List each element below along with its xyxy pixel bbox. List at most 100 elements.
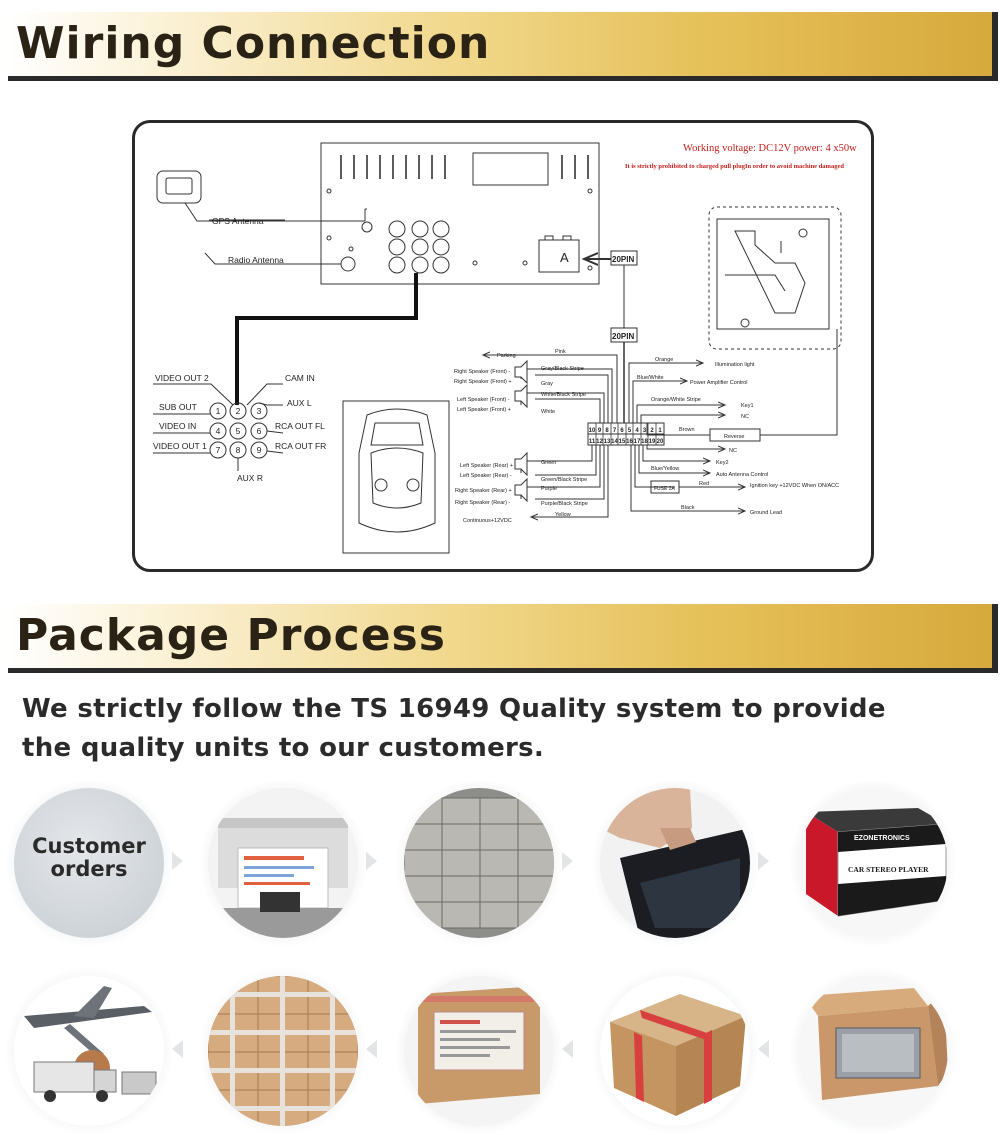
- connector-a-label: A: [560, 250, 569, 265]
- wire-color: Green: [541, 460, 556, 466]
- wire-color: Blue/Yellow: [651, 466, 679, 472]
- pin-number: 4: [635, 428, 639, 434]
- rca-cam-in-label: CAM IN: [285, 373, 315, 383]
- reverse-light-detail: [708, 206, 842, 350]
- box-brand-text: EZONETRONICS: [854, 835, 910, 842]
- pin-number: 16: [626, 439, 633, 445]
- wire-label: Illumination light: [715, 362, 755, 368]
- chevron-left-icon: [758, 1040, 769, 1058]
- rca-num: 4: [216, 426, 221, 436]
- step-sealed-box-image: [600, 976, 750, 1126]
- wire-label: Right Speaker (Rear) +: [455, 488, 512, 494]
- pin-number: 12: [596, 439, 603, 445]
- taped-cartons-image: [208, 976, 358, 1126]
- step-customer-orders: Customer orders: [14, 788, 164, 938]
- chevron-left-icon: [366, 1040, 377, 1058]
- wire-label: Parking: [497, 353, 516, 359]
- rca-sub-out-label: SUB OUT: [159, 402, 197, 412]
- rca-num: 7: [216, 445, 221, 455]
- wire-color: Purple/Black Stripe: [541, 501, 588, 507]
- wire-label: Left Speaker (Front) +: [457, 407, 511, 413]
- quality-statement: We strictly follow the TS 16949 Quality …: [22, 690, 922, 768]
- gps-antenna-label: GPS Antenna: [212, 216, 264, 226]
- wire-label: Continuous+12VDC: [463, 518, 512, 524]
- section-title-wiring: Wiring Connection: [16, 18, 491, 69]
- wire-color: White/Black Stripe: [541, 392, 586, 398]
- wire-label: Left Speaker (Front) -: [457, 397, 510, 403]
- wire-label: NC: [729, 448, 737, 454]
- wire-label: Power Amplifier Control: [690, 380, 747, 386]
- 20pin-label-top: 20PIN: [612, 255, 634, 264]
- step-labelled-carton-image: [404, 976, 554, 1126]
- step-retail-box-image: EZONETRONICS CAR STEREO PLAYER: [798, 788, 948, 938]
- wiring-diagram: Working voltage: DC12V power: 4 x50w It …: [132, 120, 874, 572]
- wire-label: Ignition key +12VDC When ON/ACC: [750, 483, 839, 489]
- pin-number: 5: [628, 428, 632, 434]
- pin-number: 8: [605, 428, 609, 434]
- pin-number: 18: [641, 439, 648, 445]
- pin-number: 13: [604, 439, 611, 445]
- chevron-right-icon: [758, 852, 769, 870]
- wire-color: Red: [699, 481, 709, 487]
- rca-num: 8: [236, 445, 241, 455]
- rca-video-out1-label: VIDEO OUT 1: [153, 441, 207, 451]
- pin-number: 14: [611, 439, 618, 445]
- pin-number: 10: [589, 428, 596, 434]
- fuse-label: FUSE 2A: [654, 486, 676, 492]
- rca-video-in-label: VIDEO IN: [159, 421, 196, 431]
- retail-box-image: EZONETRONICS CAR STEREO PLAYER: [806, 808, 947, 917]
- wire-color: White: [541, 409, 555, 415]
- quality-statement-line2: the quality units to our customers.: [22, 733, 545, 763]
- box-product-text: CAR STEREO PLAYER: [848, 865, 929, 874]
- step-warehouse-image: [404, 788, 554, 938]
- speaker-icons: [514, 359, 528, 503]
- wire-label: Right Speaker (Rear) -: [455, 500, 510, 506]
- unit-in-carton-image: [804, 988, 948, 1100]
- rca-out-fl-label: RCA OUT FL: [275, 421, 325, 431]
- rca-video-out2-label: VIDEO OUT 2: [155, 373, 209, 383]
- wire-color: Yellow: [555, 512, 571, 518]
- wiring-connection-banner: Wiring Connection: [0, 12, 1000, 82]
- rca-num: 2: [236, 406, 241, 416]
- rear-rca-jacks: [388, 220, 450, 274]
- wire-color: Brown: [679, 427, 695, 433]
- step-printing-image: [208, 788, 358, 938]
- pin-number: 15: [619, 439, 626, 445]
- chevron-right-icon: [172, 852, 183, 870]
- pin-number: 1: [658, 428, 662, 434]
- wire-label: Left Speaker (Rear) -: [460, 473, 512, 479]
- wire-label: Key2: [716, 460, 729, 466]
- rca-out-fr-label: RCA OUT FR: [275, 441, 326, 451]
- wiring-diagram-svg: Working voltage: DC12V power: 4 x50w It …: [153, 142, 857, 554]
- rca-num: 9: [257, 445, 262, 455]
- wire-color: Orange: [655, 357, 673, 363]
- pin-number: 20: [657, 439, 664, 445]
- wire-label: Left Speaker (Rear) +: [460, 463, 513, 469]
- wire-label: Key1: [741, 403, 754, 409]
- step-shipping-image: [14, 976, 164, 1126]
- wire-color: Green/Black Stripe: [541, 477, 587, 483]
- airplane-truck-image: [24, 986, 157, 1102]
- wire-color: Orange/White Stripe: [651, 397, 701, 403]
- pin-number: 2: [650, 428, 654, 434]
- wire-color: Black: [681, 505, 695, 511]
- step-pallet-image: [208, 976, 358, 1126]
- rca-num: 1: [216, 406, 221, 416]
- step-inspection-image: [600, 788, 750, 938]
- head-unit-outline: [320, 142, 600, 285]
- pin-number: 17: [634, 439, 641, 445]
- 20pin-label-mid: 20PIN: [612, 332, 634, 341]
- wire-color: Blue/White: [637, 375, 664, 381]
- chevron-left-icon: [172, 1040, 183, 1058]
- wire-label: Reverse: [724, 434, 744, 440]
- wire-color: Gray/Black Stripe: [541, 366, 584, 372]
- rca-num: 5: [236, 426, 241, 436]
- rca-aux-r-label: AUX R: [237, 473, 263, 483]
- printer-image: [208, 818, 358, 938]
- connector-a: [538, 239, 580, 273]
- rca-aux-l-label: AUX L: [287, 398, 312, 408]
- sealed-box-image: [610, 994, 746, 1116]
- rca-plug-cluster: [153, 383, 284, 471]
- quality-statement-line1: We strictly follow the TS 16949 Quality …: [22, 694, 886, 724]
- rca-num: 3: [257, 406, 262, 416]
